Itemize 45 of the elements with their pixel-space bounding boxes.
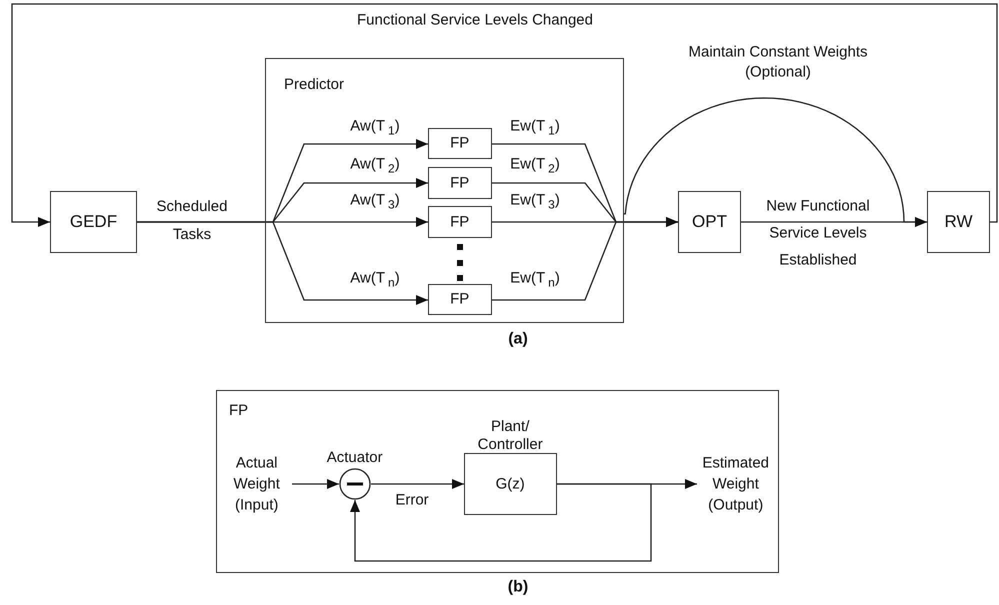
edge-label: Ew(T$_{3}$) — [510, 190, 560, 214]
process-box — [428, 206, 492, 238]
edge-label: Functional Service Levels Changed — [357, 10, 593, 30]
arrow — [11, 3, 998, 227]
edge-label: Ew(T$_{n}$) — [510, 268, 560, 292]
process-box — [927, 191, 990, 253]
edge-label: Ew(T$_{2}$) — [510, 154, 560, 178]
group-box — [216, 390, 779, 573]
edge-label: Ew(T$_{1}$) — [510, 116, 560, 140]
group-box — [265, 58, 624, 323]
block-label: Actuator — [326, 448, 383, 468]
arrow — [350, 483, 652, 562]
block-label: Estimated Weight (Output) — [701, 453, 770, 516]
group-title: FP — [229, 401, 248, 420]
block-title: Plant/ Controller — [476, 418, 544, 454]
arrow — [492, 217, 678, 301]
edge-label: Aw(T$_{1}$) — [350, 116, 400, 140]
arrow — [292, 479, 339, 489]
figure-caption: (b) — [508, 578, 528, 598]
box-label: FP — [449, 133, 470, 153]
flow-label: Scheduled Tasks — [156, 197, 228, 245]
edge-label: Aw(T$_{2}$) — [350, 154, 400, 178]
arrow — [137, 221, 428, 305]
box-label: FP — [449, 289, 470, 309]
box-label: FP — [449, 212, 470, 232]
box-label: GEDF — [68, 210, 118, 233]
edge-label: Error — [395, 490, 429, 510]
edge-label: New Functional Service Levels Established — [765, 196, 871, 270]
box-label: FP — [449, 172, 470, 192]
process-box — [678, 191, 741, 253]
figure-caption: (a) — [508, 330, 528, 350]
process-box — [50, 191, 137, 253]
arrow — [371, 479, 464, 489]
box-label: RW — [943, 210, 974, 233]
arrow — [623, 97, 927, 227]
process-box — [428, 284, 492, 315]
process-box — [428, 128, 492, 159]
group-title: Predictor — [284, 75, 344, 94]
box-label: OPT — [691, 210, 728, 233]
process-box — [428, 166, 492, 199]
edge-label: Aw(T$_{n}$) — [350, 268, 400, 292]
block-label: Actual Weight (Input) — [232, 453, 281, 516]
edge-label: Maintain Constant Weights (Optional) — [688, 42, 868, 82]
edge-label: Aw(T$_{3}$) — [350, 190, 400, 214]
box-label: G(z) — [494, 474, 526, 494]
